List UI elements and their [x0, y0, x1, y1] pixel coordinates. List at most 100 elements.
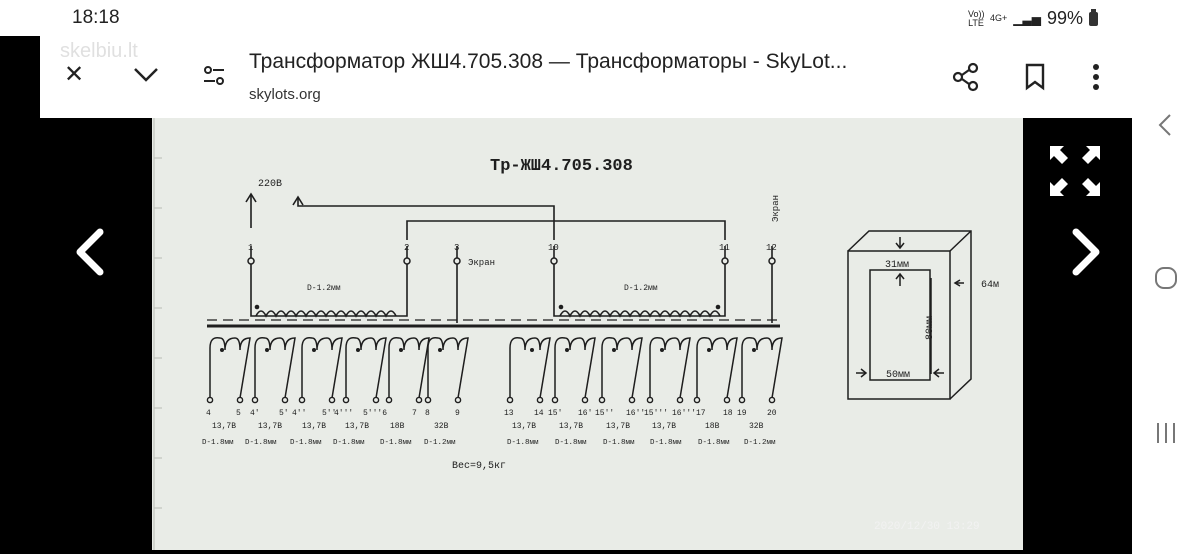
recents-nav-icon[interactable] — [1132, 420, 1200, 446]
close-icon[interactable]: ✕ — [64, 61, 85, 88]
wire-spec-left: D-1.2мм — [307, 284, 341, 293]
battery-icon — [1089, 8, 1098, 26]
page-url: skylots.org — [249, 86, 321, 103]
voltage-labels: 13,7В 13,7В 13,7В 13,7В 18В 32В 13,7В 13… — [212, 422, 764, 431]
svg-text:13,7В: 13,7В — [258, 422, 282, 431]
svg-text:13,7В: 13,7В — [345, 422, 369, 431]
svg-text:32В: 32В — [749, 422, 764, 431]
svg-text:5: 5 — [236, 409, 241, 418]
svg-text:15''': 15''' — [644, 409, 668, 418]
weight-label: Вес=9,5кг — [452, 461, 506, 472]
svg-text:8: 8 — [425, 409, 430, 418]
core-depth-label: 64м — [981, 280, 999, 291]
page-title: Трансформатор ЖШ4.705.308 — Трансформато… — [249, 50, 848, 73]
svg-text:4: 4 — [206, 409, 211, 418]
svg-text:20: 20 — [767, 409, 777, 418]
schematic-photo: Тр-ЖШ4.705.308 220В 1 2 3 10 11 12 Экран… — [152, 118, 1023, 550]
svg-text:3: 3 — [454, 243, 459, 253]
chevron-down-icon[interactable] — [132, 66, 160, 84]
screen-label-vertical: Экран — [771, 195, 781, 222]
browser-header: skelbiu.lt ✕ Трансформатор ЖШ4.705.308 —… — [40, 36, 1132, 118]
input-voltage-label: 220В — [258, 179, 282, 190]
bottom-pin-labels: 4 5 4' 5' 4'' 5'' 4''' 5'''6 7 8 9 13 14… — [206, 409, 777, 418]
transformer-schematic: Тр-ЖШ4.705.308 220В 1 2 3 10 11 12 Экран… — [152, 118, 1023, 550]
svg-text:18В: 18В — [705, 422, 720, 431]
status-bar: 18:18 Vo)) LTE 4G+ ▁▃▅ 99% — [0, 0, 1200, 36]
svg-text:16'''17: 16'''17 — [672, 409, 706, 418]
svg-text:15'': 15'' — [595, 409, 614, 418]
volte-icon: Vo)) LTE — [968, 8, 985, 28]
svg-text:D-1.8мм: D-1.8мм — [507, 439, 539, 447]
svg-text:13: 13 — [504, 409, 514, 418]
svg-text:19: 19 — [737, 409, 747, 418]
svg-text:16': 16' — [578, 409, 592, 418]
svg-text:15': 15' — [548, 409, 562, 418]
svg-text:11: 11 — [719, 243, 730, 253]
diagram-title: Тр-ЖШ4.705.308 — [490, 157, 633, 176]
svg-text:13,7В: 13,7В — [302, 422, 326, 431]
svg-text:D-1.8мм: D-1.8мм — [333, 439, 365, 447]
svg-text:D-1.8мм: D-1.8мм — [380, 439, 412, 447]
svg-text:9: 9 — [455, 409, 460, 418]
svg-text:14: 14 — [534, 409, 544, 418]
svg-text:16'': 16'' — [626, 409, 645, 418]
svg-text:13,7В: 13,7В — [652, 422, 676, 431]
svg-text:1: 1 — [248, 243, 253, 253]
svg-text:18В: 18В — [390, 422, 405, 431]
more-options-icon[interactable] — [1092, 63, 1100, 91]
network-type: 4G+ — [990, 13, 1008, 23]
fullscreen-toggle-icon[interactable] — [1046, 142, 1104, 200]
wire-spec-right: D-1.2мм — [624, 284, 658, 293]
top-pin-labels: 1 2 3 10 11 12 — [248, 243, 777, 253]
svg-text:D-1.2мм: D-1.2мм — [424, 439, 456, 447]
svg-text:4'': 4'' — [292, 409, 306, 418]
svg-text:D-1.8мм: D-1.8мм — [603, 439, 635, 447]
system-nav-bar — [1132, 0, 1200, 554]
core-dimensions-drawing — [847, 230, 972, 400]
bottom-pins — [206, 396, 776, 404]
svg-text:13,7В: 13,7В — [559, 422, 583, 431]
wire-diameter-labels: D-1.8мм D-1.8мм D-1.8мм D-1.8мм D-1.8мм … — [202, 439, 776, 447]
svg-text:7: 7 — [412, 409, 417, 418]
svg-text:12: 12 — [766, 243, 777, 253]
secondary-windings — [209, 336, 783, 399]
battery-level: 99% — [1046, 8, 1083, 28]
svg-text:D-1.8мм: D-1.8мм — [555, 439, 587, 447]
svg-text:5'': 5'' — [322, 409, 336, 418]
top-pins — [247, 257, 776, 265]
bookmark-icon[interactable] — [1024, 63, 1046, 91]
photo-timestamp: 2020/12/30 13:29 — [874, 521, 980, 533]
svg-text:4': 4' — [250, 409, 260, 418]
svg-text:D-1.8мм: D-1.8мм — [290, 439, 322, 447]
page-settings-icon[interactable] — [202, 65, 226, 87]
svg-text:2: 2 — [404, 243, 409, 253]
home-nav-icon[interactable] — [1132, 265, 1200, 291]
svg-text:D-1.8мм: D-1.8мм — [698, 439, 730, 447]
svg-text:13,7В: 13,7В — [212, 422, 236, 431]
next-image-arrow[interactable] — [1066, 228, 1106, 276]
back-nav-icon[interactable] — [1132, 112, 1200, 138]
svg-text:5'''6: 5'''6 — [363, 409, 387, 418]
signal-icon: ▁▃▅ — [1013, 11, 1041, 26]
svg-text:D-1.8мм: D-1.8мм — [650, 439, 682, 447]
svg-text:18: 18 — [723, 409, 733, 418]
svg-text:4''': 4''' — [334, 409, 353, 418]
watermark: skelbiu.lt — [60, 40, 138, 62]
transformer-core — [207, 319, 780, 328]
share-icon[interactable] — [952, 62, 980, 92]
svg-text:10: 10 — [548, 243, 559, 253]
core-height-label: 80мм — [925, 316, 936, 340]
svg-text:D-1.2мм: D-1.2мм — [744, 439, 776, 447]
svg-text:D-1.8мм: D-1.8мм — [202, 439, 234, 447]
svg-text:13,7В: 13,7В — [606, 422, 630, 431]
core-width-label: 31мм — [885, 260, 909, 271]
previous-image-arrow[interactable] — [70, 228, 110, 276]
screen-label: Экран — [468, 258, 495, 268]
svg-text:32В: 32В — [434, 422, 449, 431]
status-icons: Vo)) LTE 4G+ ▁▃▅ 99% — [968, 8, 1098, 29]
svg-text:D-1.8мм: D-1.8мм — [245, 439, 277, 447]
clock: 18:18 — [72, 7, 120, 28]
winding-dots — [220, 348, 756, 352]
core-bottom-label: 50мм — [886, 370, 910, 381]
svg-text:13,7В: 13,7В — [512, 422, 536, 431]
